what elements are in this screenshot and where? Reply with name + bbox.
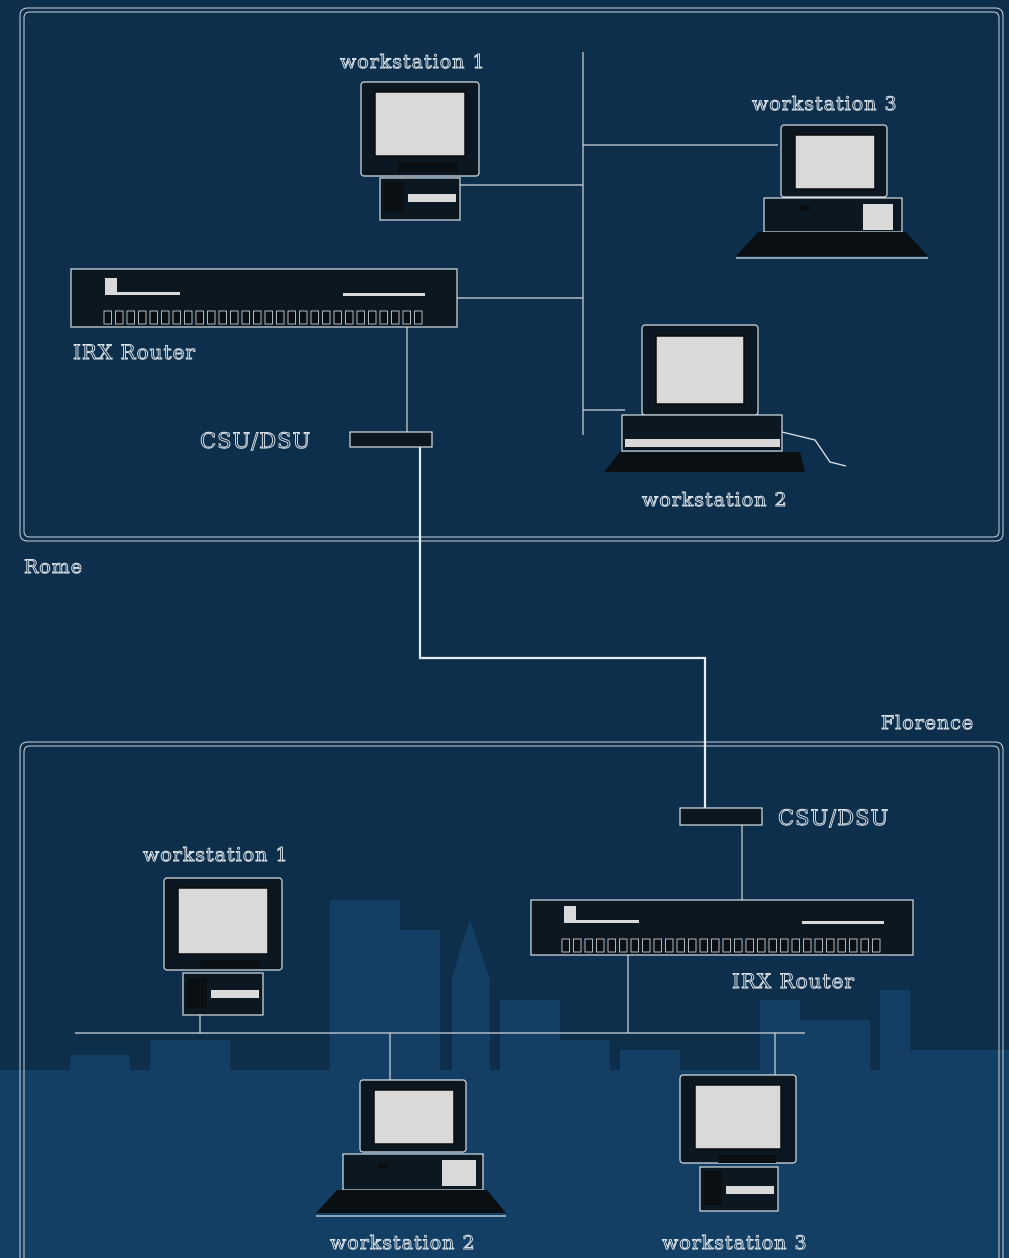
router-port: [837, 938, 846, 953]
router-port: [103, 310, 112, 325]
router-port: [172, 310, 181, 325]
router-port: [161, 310, 170, 325]
florence-csu-dsu-label: CSU/DSU: [778, 806, 889, 830]
rome-workstation-2-label: workstation 2: [642, 489, 788, 511]
rome-lan: [406, 52, 778, 435]
router-port: [149, 310, 158, 325]
rome-site-frame-inner: [23, 11, 1000, 538]
rome-csu-dsu[interactable]: [349, 431, 433, 448]
rome-router-ports: [103, 310, 423, 325]
rome-workstation-1-label: workstation 1: [340, 51, 486, 73]
router-port: [276, 310, 285, 325]
wan-link: [418, 447, 707, 808]
router-port: [138, 310, 147, 325]
router-port: [218, 310, 227, 325]
router-port: [115, 310, 124, 325]
router-port: [356, 310, 365, 325]
router-port: [391, 310, 400, 325]
router-port: [253, 310, 262, 325]
router-port: [619, 938, 628, 953]
router-port: [264, 310, 273, 325]
rome-router[interactable]: [70, 268, 458, 328]
router-port: [849, 938, 858, 953]
florence-csu-dsu[interactable]: [679, 807, 763, 826]
router-port: [414, 310, 423, 325]
router-port: [322, 310, 331, 325]
rome-workstation-3-label: workstation 3: [752, 93, 898, 115]
router-port: [734, 938, 743, 953]
router-port: [745, 938, 754, 953]
router-port: [584, 938, 593, 953]
florence-router[interactable]: [530, 899, 914, 956]
router-port: [860, 938, 869, 953]
router-port: [872, 938, 881, 953]
router-port: [184, 310, 193, 325]
router-port: [665, 938, 674, 953]
router-port: [207, 310, 216, 325]
router-port: [814, 938, 823, 953]
router-port: [596, 938, 605, 953]
rome-workstation-3[interactable]: [736, 124, 928, 259]
router-port: [699, 938, 708, 953]
router-port: [402, 310, 411, 325]
router-port: [195, 310, 204, 325]
florence-site-label: Florence: [881, 712, 974, 734]
router-port: [333, 310, 342, 325]
rome-workstation-2[interactable]: [604, 324, 847, 472]
rome-workstation-1[interactable]: [360, 81, 480, 221]
router-port: [607, 938, 616, 953]
florence-workstation-2[interactable]: [316, 1079, 506, 1217]
router-port: [126, 310, 135, 325]
router-port: [241, 310, 250, 325]
router-port: [676, 938, 685, 953]
florence-router-ports: [561, 938, 881, 953]
router-port: [630, 938, 639, 953]
florence-skyline: [0, 900, 1009, 1258]
router-port: [722, 938, 731, 953]
rome-csu-dsu-label: CSU/DSU: [200, 429, 311, 453]
router-port: [711, 938, 720, 953]
router-port: [653, 938, 662, 953]
router-port: [561, 938, 570, 953]
rome-router-label: IRX Router: [73, 340, 196, 364]
florence-site-frame: [19, 741, 1004, 1258]
rome-site-label: Rome: [24, 556, 83, 578]
router-port: [573, 938, 582, 953]
florence-workstation-1[interactable]: [163, 877, 283, 1016]
rome-site-frame: [19, 7, 1004, 542]
router-port: [287, 310, 296, 325]
router-port: [379, 310, 388, 325]
router-port: [826, 938, 835, 953]
router-port: [299, 310, 308, 325]
florence-workstation-1-label: workstation 1: [143, 844, 289, 866]
router-port: [310, 310, 319, 325]
router-port: [368, 310, 377, 325]
router-port: [768, 938, 777, 953]
router-port: [642, 938, 651, 953]
router-port: [791, 938, 800, 953]
router-port: [780, 938, 789, 953]
florence-lan: [75, 825, 805, 1080]
router-port: [757, 938, 766, 953]
router-port: [688, 938, 697, 953]
florence-workstation-2-label: workstation 2: [330, 1232, 476, 1254]
router-port: [803, 938, 812, 953]
router-port: [230, 310, 239, 325]
florence-workstation-3[interactable]: [679, 1074, 797, 1212]
router-port: [345, 310, 354, 325]
florence-workstation-3-label: workstation 3: [662, 1232, 808, 1254]
florence-router-label: IRX Router: [732, 969, 855, 993]
florence-site-frame-inner: [23, 745, 1000, 1258]
